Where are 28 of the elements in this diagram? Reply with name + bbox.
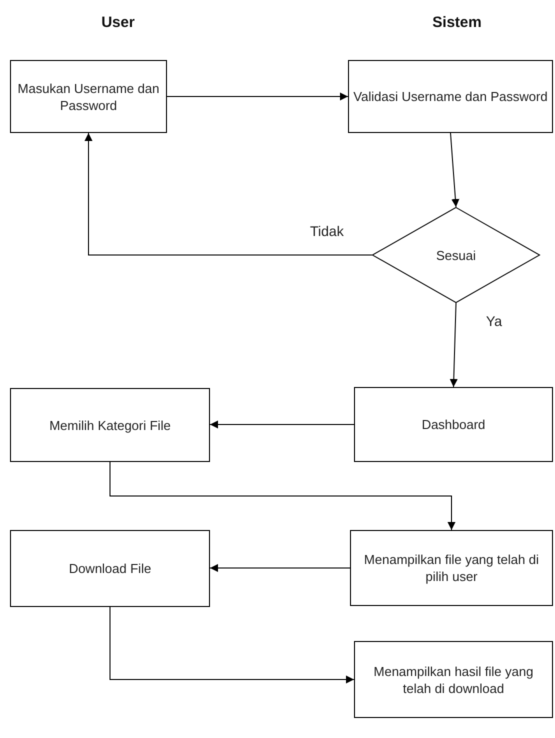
- edge-label: Ya: [484, 313, 504, 329]
- column-heading: Sistem: [432, 14, 482, 31]
- node-label: Sesuai: [436, 246, 476, 264]
- process-box: [10, 530, 210, 607]
- process-box: [354, 387, 553, 462]
- node-label: Menampilkan hasil file yang telah di download: [372, 662, 534, 696]
- node-label: Download File: [68, 560, 152, 577]
- process-box: [348, 60, 553, 133]
- process-box: [354, 641, 553, 718]
- node-label: Memilih Kategori File: [49, 416, 171, 434]
- arrow: [84, 132, 372, 256]
- process-box: [10, 388, 210, 462]
- node-label: Menampilkan file yang telah di pilih user: [363, 551, 540, 585]
- node-label: Validasi Username dan Password: [353, 88, 548, 105]
- arrow: [210, 420, 354, 428]
- edge-label: Tidak: [308, 223, 346, 239]
- process-box: [350, 530, 553, 606]
- arrow: [210, 564, 350, 572]
- column-heading: User: [101, 14, 135, 31]
- node-label: Dashboard: [422, 416, 486, 433]
- arrow: [110, 606, 354, 684]
- decision-diamond: [372, 207, 540, 303]
- process-box: [10, 60, 167, 133]
- arrow: [166, 92, 348, 100]
- node-label: Masukan Username dan Password: [16, 80, 160, 114]
- arrow: [450, 302, 458, 388]
- arrow: [110, 462, 456, 530]
- arrow: [450, 132, 460, 208]
